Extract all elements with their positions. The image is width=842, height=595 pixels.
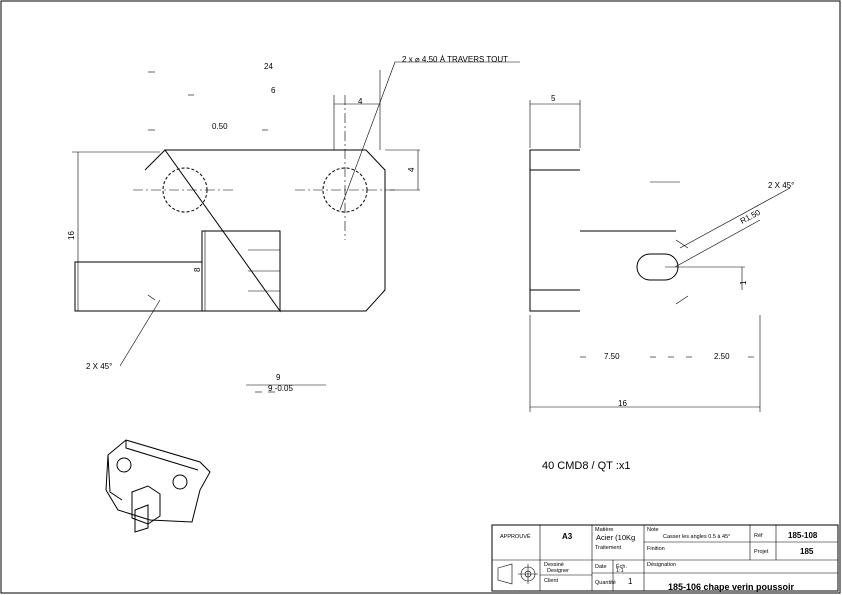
order-note: 40 CMD8 / QT :x1	[542, 460, 630, 472]
designer-label: Dessiné	[544, 562, 564, 568]
date-label: Date	[595, 564, 607, 570]
client-label: Client	[544, 578, 559, 584]
designation-label: Désignation	[647, 562, 676, 568]
dim-bottom-value: 9	[276, 373, 281, 382]
dim-bottom-tol: 9 -0.05	[268, 384, 293, 393]
dim-slot: 8	[193, 267, 202, 272]
ref-value: 185-108	[788, 531, 818, 540]
front-view-outline	[74, 149, 386, 313]
drawing-title: 185-106 chape verin poussoir	[668, 582, 795, 592]
scale-value: 1:1	[616, 568, 624, 574]
side-slot	[636, 253, 679, 281]
side-view-outline	[529, 149, 580, 312]
front-view: 24 6 0.50 4 4 16 8 2 x ⌀ 4.50 À TRAVERS …	[67, 55, 520, 393]
ref-label: Réf	[754, 533, 763, 539]
approved-label: APPROUVÉ	[500, 533, 531, 540]
projection-symbol-icon	[497, 563, 538, 585]
dim-small-top: 4	[358, 97, 363, 106]
hole-callout: 2 x ⌀ 4.50 À TRAVERS TOUT	[402, 55, 508, 64]
finish-label: Finition	[647, 546, 665, 552]
side-view: 5 2 X 45° R1.50 1 7.50 2.50 16	[529, 94, 794, 412]
side-dim-left: 7.50	[604, 352, 620, 361]
treatment-label: Traitement	[595, 545, 622, 551]
side-chamfer-callout: 2 X 45°	[768, 181, 794, 190]
material-value: Acier (10Kg	[596, 533, 635, 542]
project-label: Projet	[754, 549, 769, 555]
isometric-view	[105, 439, 211, 533]
side-dim-slot: 1	[739, 280, 748, 285]
note-value: Casser les angles 0.5 à 45°	[663, 534, 730, 540]
material-label: Matière	[595, 527, 613, 533]
designer-value: Designer	[547, 568, 569, 574]
side-dim-bottom: 16	[618, 399, 627, 408]
scale-label: Éch.	[616, 563, 627, 570]
chamfer-callout-front: 2 X 45°	[86, 362, 112, 371]
dim-hole-spacing: 6	[271, 86, 276, 95]
dim-overall-width: 24	[264, 62, 273, 71]
note-label: Note	[647, 527, 659, 533]
dim-height: 16	[67, 231, 76, 240]
side-dim-top: 5	[551, 94, 556, 103]
side-dim-radius: R1.50	[739, 208, 763, 226]
dim-chamfer-offset: 0.50	[212, 122, 228, 131]
side-dim-right: 2.50	[714, 352, 730, 361]
project-value: 185	[800, 547, 814, 556]
dim-right-height: 4	[407, 167, 416, 172]
title-block: APPROUVÉ A3 Matière Acier (10Kg Traiteme…	[491, 524, 839, 592]
qty-label: Quantité	[595, 580, 616, 586]
qty-value: 1	[628, 577, 633, 586]
format-value: A3	[562, 532, 573, 541]
